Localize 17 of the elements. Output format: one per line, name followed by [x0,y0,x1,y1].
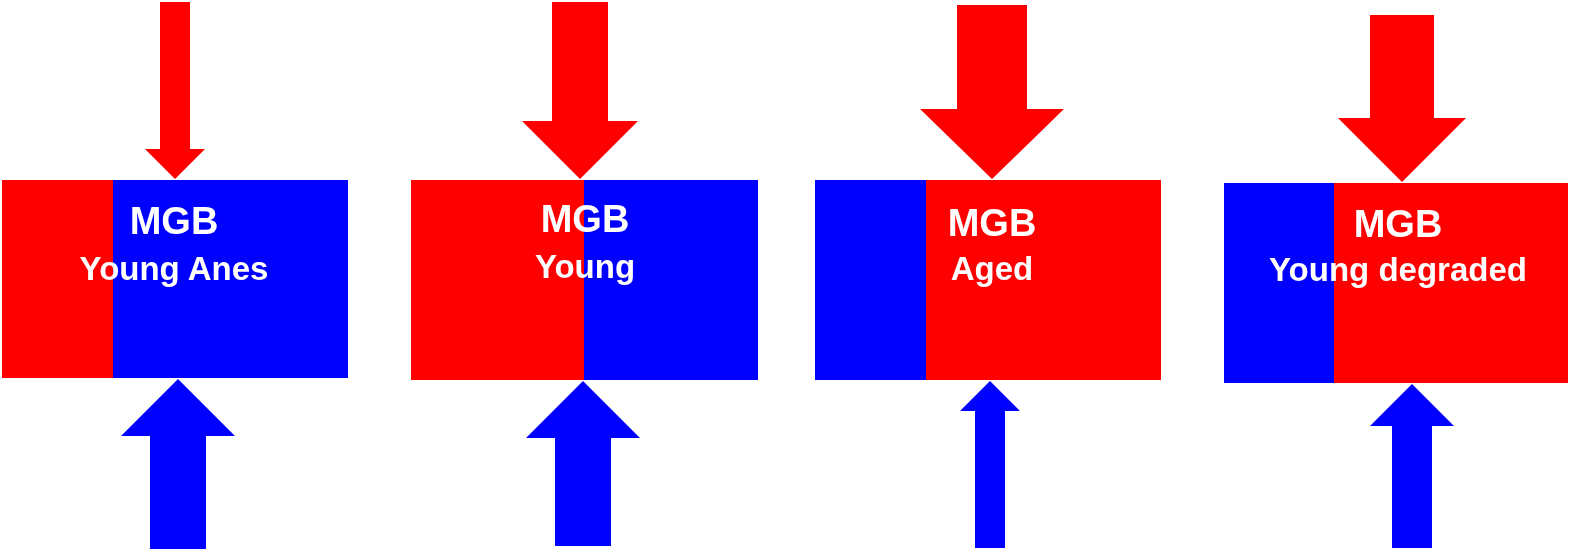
box-title: MGB [129,202,219,240]
block-arrow [1370,384,1454,548]
block-arrow [526,381,640,546]
box-title: MGB [1353,205,1443,243]
two-tone-box [411,180,758,380]
block-arrow [522,2,638,179]
block-arrow [920,5,1064,179]
two-tone-box [2,180,348,378]
box-title: MGB [947,204,1037,242]
block-arrow [960,381,1020,548]
box-label: Aged [950,252,1034,285]
two-tone-box [1224,183,1568,383]
block-arrow [121,379,235,549]
block-arrow [145,2,205,179]
box-label: Young [534,250,636,283]
block-arrow [1338,15,1466,182]
two-tone-box [815,180,1161,380]
